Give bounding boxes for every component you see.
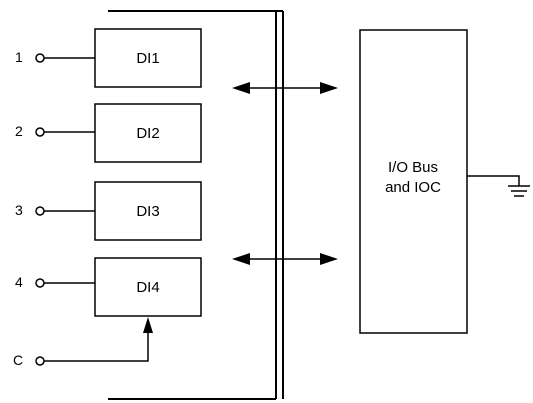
terminal-2-label: 2: [15, 123, 23, 139]
module-di1: DI1: [94, 28, 202, 88]
backplane-bus: [108, 10, 284, 400]
ground-icon: [467, 175, 530, 197]
terminal-4: 4: [15, 274, 95, 290]
terminal-4-label: 4: [15, 274, 23, 290]
module-di3-label: DI3: [136, 203, 159, 220]
terminal-4-connector: [35, 278, 45, 288]
module-di3: DI3: [94, 181, 202, 241]
terminal-2: 2: [15, 123, 95, 139]
module-di4-label: DI4: [136, 279, 159, 296]
terminal-1-connector: [35, 53, 45, 63]
terminal-1-label: 1: [15, 49, 23, 65]
terminal-common-label: C: [13, 352, 23, 368]
io-bus-ioc-block: I/O Bus and IOC: [359, 29, 468, 334]
module-di2: DI2: [94, 103, 202, 163]
terminal-2-connector: [35, 127, 45, 137]
common-wire: [44, 330, 149, 362]
terminal-3-connector: [35, 206, 45, 216]
double-arrow-upper-icon: [232, 82, 338, 94]
double-arrow-lower-icon: [232, 253, 338, 265]
module-di2-label: DI2: [136, 125, 159, 142]
io-block-line2: and IOC: [385, 179, 441, 196]
terminal-3: 3: [15, 202, 95, 218]
module-di1-label: DI1: [136, 50, 159, 67]
terminal-common-connector: [35, 356, 45, 366]
terminal-3-label: 3: [15, 202, 23, 218]
module-di4: DI4: [94, 257, 202, 317]
terminal-1: 1: [15, 49, 95, 65]
io-block-line1: I/O Bus: [388, 159, 438, 176]
common-arrowhead-icon: [143, 317, 153, 333]
terminal-common: C: [13, 317, 153, 368]
